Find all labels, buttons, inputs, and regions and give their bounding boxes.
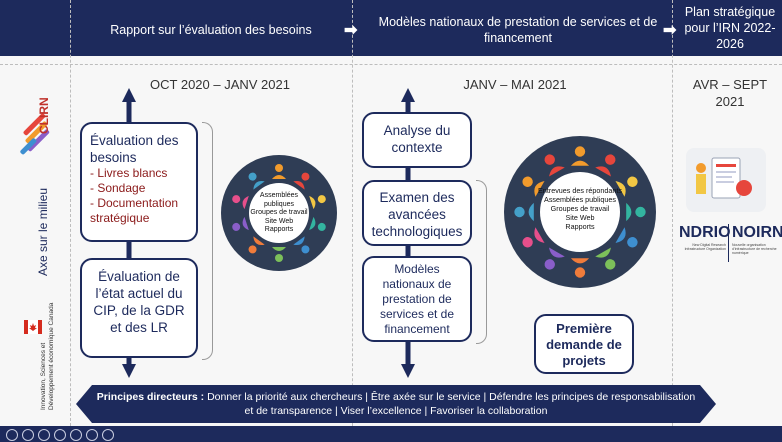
person-icon xyxy=(615,176,638,197)
divider-left xyxy=(70,0,71,426)
noirn-text: NOIRN xyxy=(732,224,782,241)
person-icon xyxy=(595,247,616,270)
person-icon xyxy=(595,154,616,177)
needs-assessment-box: Évaluation des besoins - Livres blancs -… xyxy=(80,122,198,242)
phase2-header: Modèles nationaux de prestation de servi… xyxy=(378,15,658,45)
divider-middle xyxy=(352,0,353,426)
person-icon xyxy=(272,164,286,179)
circle-1-line: Site Web xyxy=(264,217,294,225)
noirn-subtext: Nouvelle organisation d’infrastructure d… xyxy=(732,243,777,256)
person-icon xyxy=(522,176,545,197)
period-2: JANV – MAI 2021 xyxy=(463,77,567,92)
divider-right xyxy=(672,0,673,426)
bracket-2 xyxy=(476,180,487,344)
person-icon xyxy=(293,236,310,254)
person-icon xyxy=(570,146,590,166)
current-state-box: Évaluation de l’état actuel du CIP, de l… xyxy=(80,258,198,358)
circle-1-line: Groupes de travail xyxy=(250,209,308,216)
needs-assessment-title: Évaluation des besoins xyxy=(90,133,179,165)
person-icon xyxy=(626,202,646,222)
national-models-title: Modèles nationaux de prestation de servi… xyxy=(379,262,455,336)
phase1-header: Rapport sur l’évaluation des besoins xyxy=(110,23,312,37)
arrow-right-icon: ➡ xyxy=(663,22,677,39)
circle-1-line: Rapports xyxy=(264,226,294,233)
person-icon xyxy=(544,154,565,177)
clirn-label: CLIRN xyxy=(37,97,51,134)
person-icon xyxy=(248,172,265,190)
circle-2-line: Rapports xyxy=(565,222,595,231)
bracket-1 xyxy=(202,122,213,360)
consultation-circle-2 xyxy=(504,136,656,288)
tech-review-title: Examen des avancées technologiques xyxy=(371,190,463,239)
more-options-icon[interactable] xyxy=(102,429,114,441)
next-slide-icon[interactable] xyxy=(22,429,34,441)
needs-item: - Sondage xyxy=(90,181,146,195)
presentation-toolbar xyxy=(0,426,782,442)
context-analysis-box: Analyse du contexte xyxy=(362,112,472,168)
person-icon xyxy=(309,216,326,231)
first-call-box: Première demande de projets xyxy=(534,314,634,374)
principles-text: Principes directeurs : Donner la priorit… xyxy=(96,390,696,418)
principles-arrow xyxy=(76,385,716,423)
tech-review-box: Examen des avancées technologiques xyxy=(362,180,472,246)
subtitles-icon[interactable] xyxy=(86,429,98,441)
person-icon xyxy=(615,227,638,248)
header-divider xyxy=(0,64,782,65)
period-3: AVR – SEPT 2021 xyxy=(692,77,768,109)
pen-icon[interactable] xyxy=(38,429,50,441)
canada-flag-icon xyxy=(24,320,42,334)
logo-divider xyxy=(728,224,729,262)
person-icon xyxy=(272,247,286,262)
first-call-title: Première demande de projets xyxy=(546,321,622,368)
context-analysis-title: Analyse du contexte xyxy=(383,123,451,155)
person-icon xyxy=(293,172,310,190)
person-icon xyxy=(232,216,249,231)
circle-2-line: Groupes de travail xyxy=(550,204,610,213)
ndrio-logo: NDRIO NOIRN New Digital Research Infrast… xyxy=(679,224,782,268)
person-icon xyxy=(544,247,565,270)
ndrio-text: NDRIO xyxy=(679,224,731,241)
circle-2-line: Entrevues des répondants xyxy=(538,186,622,195)
needs-item: - Documentation stratégique xyxy=(90,196,179,225)
national-models-box: Modèles nationaux de prestation de servi… xyxy=(362,256,472,342)
phase3-header: Plan stratégique pour l’IRN 2022-2026 xyxy=(684,5,776,51)
person-icon xyxy=(232,195,249,210)
circle-1-line: Assemblées publiques xyxy=(259,192,299,208)
person-icon xyxy=(248,236,265,254)
header-bar xyxy=(0,0,782,56)
person-icon xyxy=(522,227,545,248)
person-icon xyxy=(514,202,534,222)
needs-item: - Livres blancs xyxy=(90,166,168,180)
slides-overview-icon[interactable] xyxy=(54,429,66,441)
clirn-logo xyxy=(16,108,56,158)
axis-label: Axe sur le milieu xyxy=(36,187,50,276)
ndrio-subtext: New Digital Research Infrastructure Orga… xyxy=(684,243,726,252)
arrow-right-icon: ➡ xyxy=(344,22,358,39)
principles-label: Principes directeurs : xyxy=(96,391,205,403)
circle-2-line: Assemblées publiques xyxy=(544,195,616,204)
strategic-plan-illustration xyxy=(686,148,766,212)
consultation-circle-1 xyxy=(221,155,337,271)
circle-2-line: Site Web xyxy=(565,213,595,222)
person-icon xyxy=(309,195,326,210)
principles-body: Donner la priorité aux chercheurs | Être… xyxy=(204,391,696,417)
person-icon xyxy=(570,258,590,278)
current-state-title: Évaluation de l’état actuel du CIP, de l… xyxy=(93,269,185,335)
period-1: OCT 2020 – JANV 2021 xyxy=(150,77,290,92)
zoom-icon[interactable] xyxy=(70,429,82,441)
circle-2-text: Entrevues des répondants Assemblées publ… xyxy=(535,186,625,231)
ised-label: Innovation, Sciences et Développement éc… xyxy=(40,302,55,410)
previous-slide-icon[interactable] xyxy=(6,429,18,441)
circle-1-text: Assemblées publiques Groupes de travail … xyxy=(245,192,313,235)
